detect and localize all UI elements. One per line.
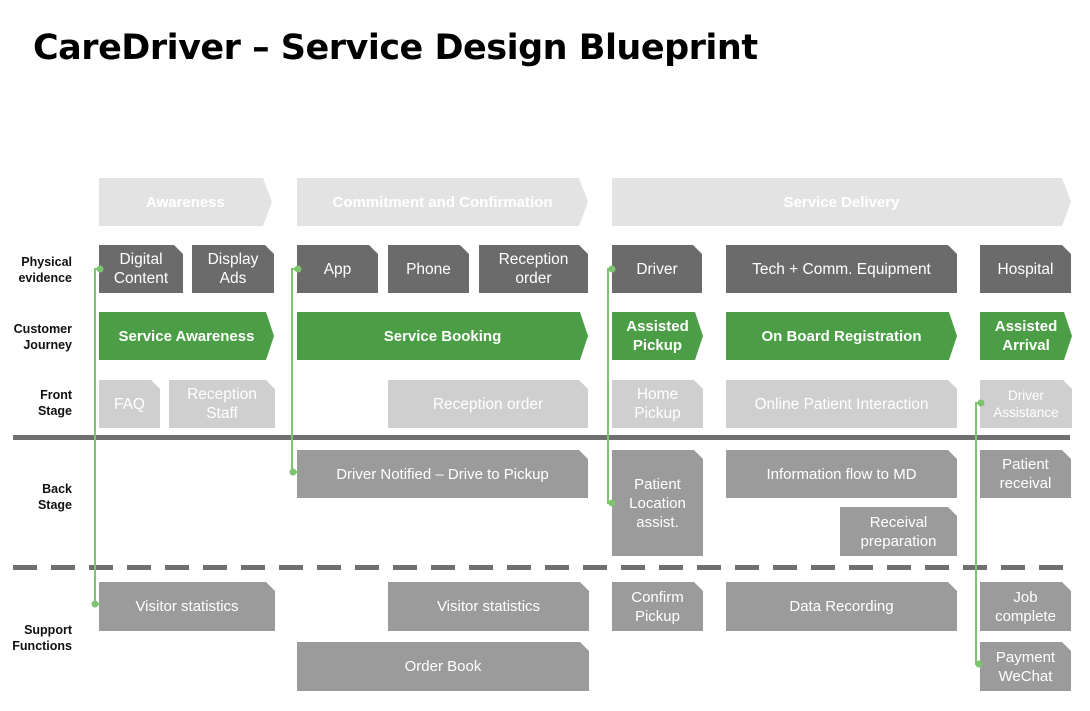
evidence-driver: Driver <box>612 245 702 293</box>
support-visitor-statistics-booking: Visitor statistics <box>388 582 589 631</box>
line-of-internal-interaction <box>13 565 1070 570</box>
phase-awareness: Awareness <box>99 178 272 226</box>
connector-booking <box>291 268 298 473</box>
front-faq: FAQ <box>99 380 160 428</box>
line-of-visibility <box>13 435 1070 440</box>
connector-pickup <box>607 268 613 504</box>
support-order-book: Order Book <box>297 642 589 691</box>
journey-service-booking: Service Booking <box>297 312 588 360</box>
back-information-flow-to-md: Information flow to MD <box>726 450 957 498</box>
evidence-hospital: Hospital <box>980 245 1071 293</box>
front-online-patient-interaction: Online Patient Interaction <box>726 380 957 428</box>
connector-dot <box>608 265 616 273</box>
journey-on-board-registration: On Board Registration <box>726 312 957 360</box>
phase-label: Awareness <box>146 193 225 211</box>
phase-service-delivery: Service Delivery <box>612 178 1071 226</box>
phase-label: Service Delivery <box>783 193 900 211</box>
evidence-phone: Phone <box>388 245 469 293</box>
support-visitor-statistics-awareness: Visitor statistics <box>99 582 275 631</box>
connector-dot <box>91 600 99 608</box>
connector-awareness <box>94 268 100 605</box>
front-reception-order: Reception order <box>388 380 588 428</box>
connector-dot <box>975 660 983 668</box>
page-title: CareDriver – Service Design Blueprint <box>33 28 758 68</box>
connector-dot <box>96 265 104 273</box>
phase-commitment: Commitment and Confirmation <box>297 178 588 226</box>
evidence-app: App <box>297 245 378 293</box>
connector-arrival <box>975 402 981 665</box>
phase-label: Commitment and Confirmation <box>332 193 553 211</box>
connector-dot <box>608 499 616 507</box>
back-driver-notified: Driver Notified – Drive to Pickup <box>297 450 588 498</box>
support-data-recording: Data Recording <box>726 582 957 631</box>
journey-service-awareness: Service Awareness <box>99 312 274 360</box>
connector-dot <box>294 265 302 273</box>
connector-dot <box>977 399 985 407</box>
connector-dot <box>289 468 297 476</box>
evidence-tech-comm-equipment: Tech + Comm. Equipment <box>726 245 957 293</box>
